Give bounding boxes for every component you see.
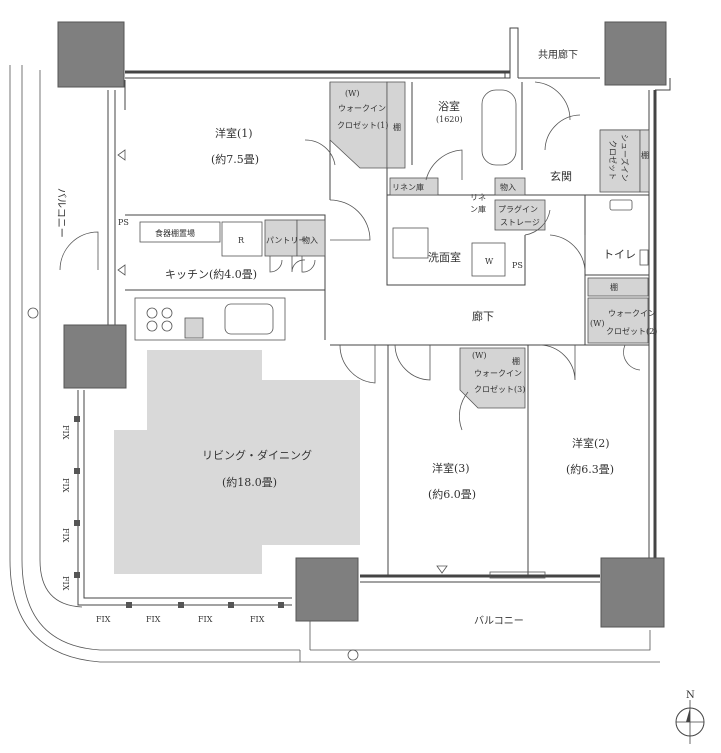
plugin-storage (494, 199, 546, 231)
exterior-walls (77, 27, 671, 606)
wic2-w: (W) (590, 319, 604, 328)
plugin-line1: プラグイン (498, 204, 538, 214)
bath-size: (1620) (436, 115, 463, 124)
western-room-2-size: (約6.3畳) (566, 462, 614, 476)
stove-icon (146, 307, 173, 332)
western-room-2-label: 洋室(2) (572, 436, 610, 450)
linen-label: リネン庫 (392, 182, 424, 192)
wic1-shelf-label: 棚 (393, 122, 401, 132)
column-se (600, 557, 665, 628)
living-dining-floor (114, 350, 360, 574)
entrance-mono-label: 物入 (500, 182, 516, 192)
dish-shelf-label: 食器棚置場 (155, 228, 195, 238)
fix-window-posts (74, 416, 284, 608)
bathtub-icon (481, 89, 517, 166)
kitchen-mono (296, 219, 326, 257)
fridge-space (221, 221, 263, 257)
fix-label-s4: FIX (250, 615, 265, 624)
walk-in-closet-1 (329, 81, 388, 169)
western-room-1-label: 洋室(1) (215, 126, 253, 140)
kitchen-label: キッチン(約4.0畳) (165, 267, 257, 281)
fix-label-s3: FIX (198, 615, 213, 624)
walk-in-closet-3 (459, 347, 526, 409)
toilet-tank (609, 199, 633, 211)
kitchen-mono-label: 物入 (302, 235, 318, 245)
fix-label-w3: FIX (61, 528, 70, 543)
walk-in-closet-2 (587, 297, 649, 344)
kitchen-sink (224, 303, 274, 335)
ps-label-wash: PS (512, 261, 523, 270)
wic3-line2: クロゼット(3) (474, 384, 525, 394)
vanity (392, 227, 429, 259)
wic2-line1: ウォークイン (608, 309, 656, 318)
shoes-line2: クロゼット (608, 140, 618, 180)
dishwasher (184, 317, 204, 339)
sink-small (639, 249, 649, 266)
wic2-shelf (587, 277, 649, 297)
hallway-label: 廊下 (472, 309, 494, 323)
dish-shelf (139, 221, 221, 243)
wic3-w: (W) (472, 351, 486, 360)
toilet-label: トイレ (603, 248, 636, 261)
washroom-label: 洗面室 (428, 250, 461, 264)
linen2-line1: リネ (470, 193, 486, 202)
fix-label-w4: FIX (61, 576, 70, 591)
pantry-label: パントリー (266, 236, 306, 245)
shoes-shelf-label: 棚 (641, 150, 649, 160)
shared-hallway-label: 共用廊下 (538, 48, 578, 61)
column-sw (295, 557, 359, 622)
washer-label: W (485, 257, 494, 266)
doors (59, 81, 641, 431)
shoes-line1: シューズイン (620, 134, 630, 182)
wic3-shelf-label: 棚 (512, 356, 520, 366)
window-markers (27, 149, 546, 661)
fix-label-w1: FIX (61, 425, 70, 440)
wic1-shelf (386, 81, 406, 169)
western-room-3-label: 洋室(3) (432, 461, 470, 475)
ps-label-kitchen: PS (118, 218, 129, 227)
shoes-shelf (639, 129, 650, 193)
living-dining-label: リビング・ダイニング (202, 448, 312, 462)
column-nw (57, 21, 125, 88)
wic2-shelf-label: 棚 (610, 282, 618, 292)
entrance-label: 玄関 (550, 169, 572, 183)
bath-label: 浴室 (438, 99, 460, 113)
compass-icon (675, 700, 705, 744)
compass-north-label: N (686, 690, 695, 701)
balcony-west-outline (9, 65, 660, 663)
wic1-w: (W) (345, 89, 359, 98)
column-w (63, 324, 127, 389)
fix-label-s1: FIX (96, 615, 111, 624)
fridge-label: R (238, 236, 245, 245)
entrance-mono (494, 177, 526, 196)
living-dining-size: (約18.0畳) (222, 475, 277, 489)
linen-storage (389, 177, 439, 196)
western-room-1-size: (約7.5畳) (211, 152, 259, 166)
shoes-in-closet (599, 129, 641, 193)
washer-space (471, 242, 506, 277)
balcony-west-label: バルコニー (55, 188, 67, 238)
balcony-south-label: バルコニー (474, 615, 524, 627)
wic2-line2: クロゼット(2) (606, 326, 657, 336)
plugin-line2: ストレージ (500, 218, 540, 227)
western-room-3-size: (約6.0畳) (428, 487, 476, 501)
wic3-line1: ウォークイン (474, 369, 522, 378)
column-ne (604, 21, 667, 86)
fix-label-s2: FIX (146, 615, 161, 624)
wic1-line2: クロゼット(1) (337, 120, 388, 130)
fix-label-w2: FIX (61, 478, 70, 493)
pantry (264, 219, 298, 257)
wic1-line1: ウォークイン (338, 104, 386, 113)
linen2-line2: ン庫 (470, 204, 486, 214)
